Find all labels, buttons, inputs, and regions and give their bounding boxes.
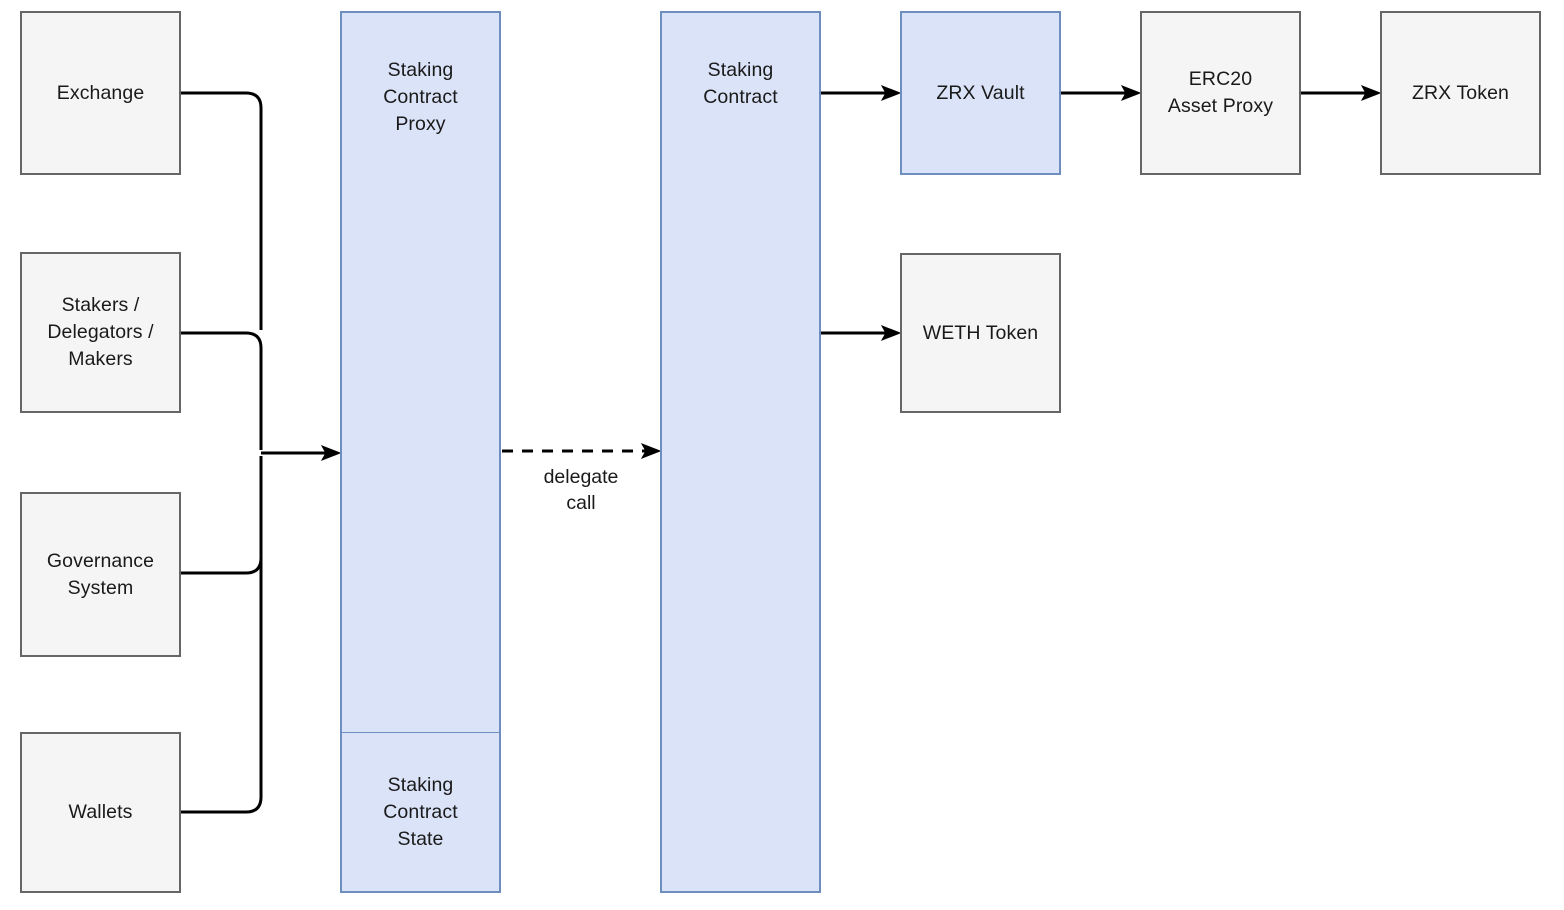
node-weth-token[interactable]: WETH Token	[900, 253, 1061, 413]
node-staking-contract-state-label: Staking Contract State	[383, 773, 458, 850]
node-exchange[interactable]: Exchange	[20, 11, 181, 175]
node-stakers-delegators-makers[interactable]: Stakers / Delegators / Makers	[20, 252, 181, 413]
arrowhead-delegate-call	[640, 443, 662, 459]
edge-wallets-to-proxy	[181, 456, 263, 814]
arrowhead-contract-to-vault	[880, 85, 902, 101]
node-weth-token-label: WETH Token	[922, 321, 1039, 344]
arrowhead-contract-to-weth	[880, 325, 902, 341]
arrowhead-trunk-to-proxy	[320, 445, 342, 461]
node-erc20-asset-proxy[interactable]: ERC20 Asset Proxy	[1140, 11, 1301, 175]
arrowhead-vault-to-erc20proxy	[1120, 85, 1142, 101]
arrowhead-erc20proxy-to-zrxtoken	[1360, 85, 1382, 101]
node-zrx-token[interactable]: ZRX Token	[1380, 11, 1541, 175]
node-governance-system-label: Governance System	[46, 549, 155, 599]
node-staking-contract-proxy[interactable]: Staking Contract Proxy	[340, 11, 501, 733]
node-wallets-label: Wallets	[68, 801, 133, 823]
node-zrx-vault-label: ZRX Vault	[936, 81, 1025, 104]
edge-governance-to-proxy	[181, 456, 263, 575]
edge-exchange-to-proxy	[181, 91, 263, 330]
node-stakers-delegators-makers-label: Stakers / Delegators / Makers	[47, 294, 154, 370]
node-erc20-asset-proxy-label: ERC20 Asset Proxy	[1167, 68, 1274, 117]
node-zrx-token-label: ZRX Token	[1411, 81, 1509, 104]
node-staking-contract-proxy-label: Staking Contract Proxy	[383, 59, 458, 135]
edge-label-delegate-call: delegate call	[543, 466, 619, 514]
node-staking-contract[interactable]: Staking Contract	[660, 11, 821, 893]
node-staking-contract-state[interactable]: Staking Contract State	[340, 732, 501, 893]
node-zrx-vault[interactable]: ZRX Vault	[900, 11, 1061, 175]
node-governance-system[interactable]: Governance System	[20, 492, 181, 657]
edge-stakers-to-proxy	[181, 331, 263, 450]
node-wallets[interactable]: Wallets	[20, 732, 181, 893]
node-staking-contract-label: Staking Contract	[703, 59, 778, 108]
node-exchange-label: Exchange	[56, 81, 145, 104]
